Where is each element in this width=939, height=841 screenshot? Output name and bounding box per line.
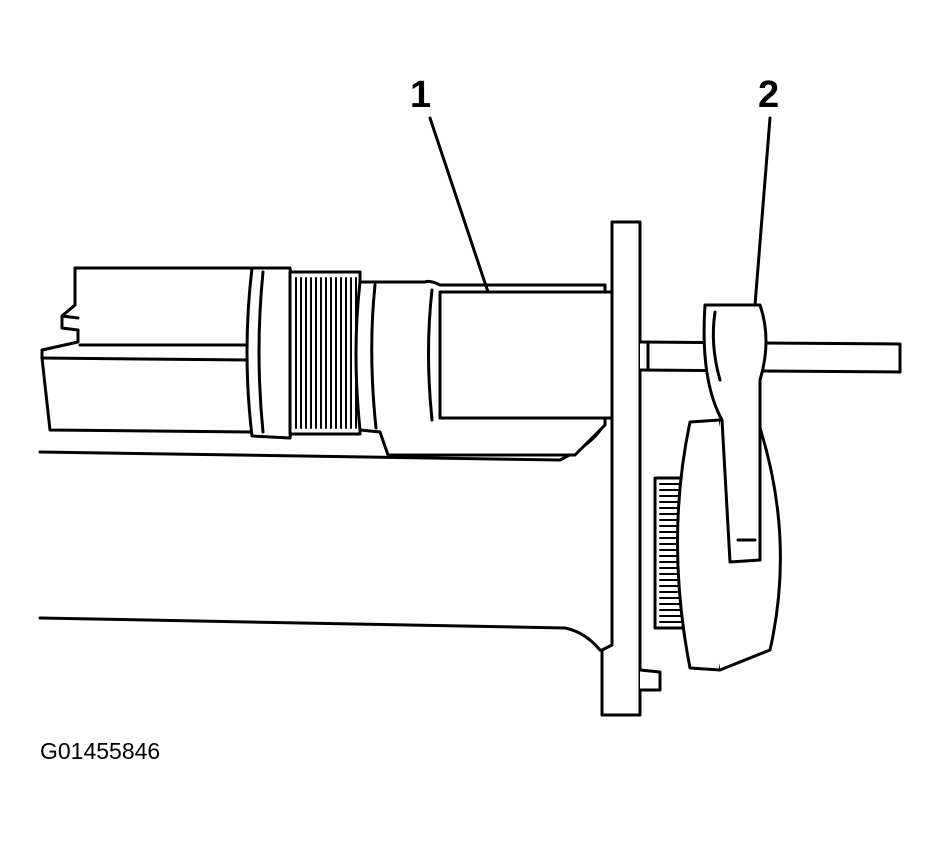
puller-tool bbox=[704, 305, 766, 562]
mounting-plate bbox=[602, 222, 660, 715]
spline-section bbox=[290, 272, 360, 434]
callout-2: 2 bbox=[758, 74, 780, 116]
collar-ring bbox=[247, 268, 295, 438]
leader-line-2 bbox=[755, 118, 770, 305]
figure-id: G01455846 bbox=[40, 738, 161, 764]
leader-lines bbox=[430, 118, 770, 305]
main-shaft bbox=[440, 292, 612, 418]
shaft-end bbox=[42, 268, 252, 432]
leader-line-1 bbox=[430, 118, 488, 292]
callout-1: 1 bbox=[410, 74, 432, 116]
rod bbox=[640, 342, 900, 372]
